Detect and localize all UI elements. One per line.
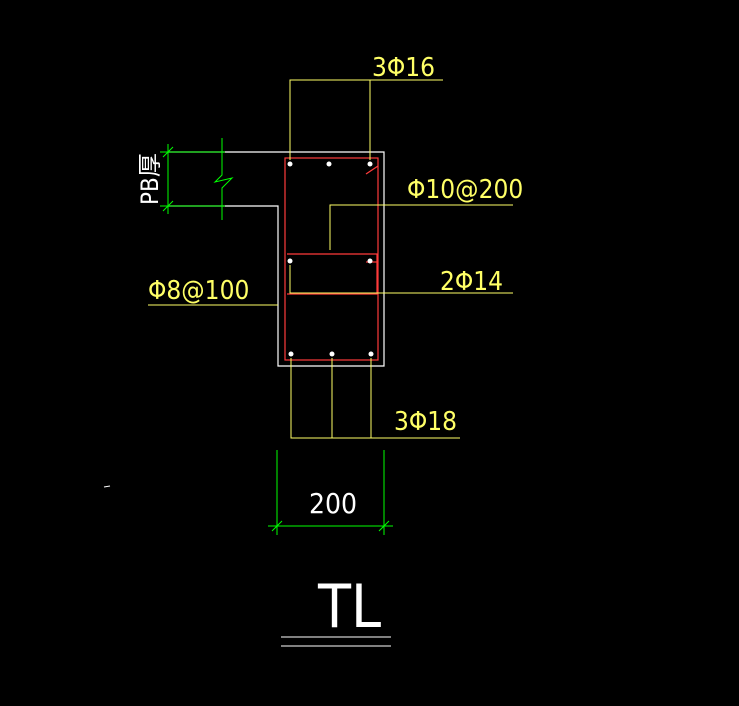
rebar-bot-3	[368, 351, 374, 357]
rebar-top-1	[287, 161, 293, 167]
stray-mark	[103, 485, 111, 488]
secondary-stirrup	[287, 253, 378, 295]
label-top-bars: 3Φ16	[372, 53, 435, 83]
rebar-bot-1	[288, 351, 294, 357]
label-stirrup-main: Φ10@200	[407, 175, 523, 205]
rebar-mid-1	[287, 258, 293, 264]
label-bottom-bars: 3Φ18	[394, 407, 457, 437]
leader-lines	[148, 79, 513, 439]
label-width-dimension: 200	[309, 487, 357, 520]
rebar-top-3	[367, 161, 373, 167]
label-slab-thickness: PB厚	[136, 153, 164, 205]
rebar-bot-2	[329, 351, 335, 357]
section-title: TL	[317, 572, 381, 642]
dimension-lines	[160, 138, 393, 535]
rebar-top-2	[326, 161, 332, 167]
main-stirrup	[284, 157, 379, 361]
concrete-outline	[168, 151, 385, 367]
title-underline	[281, 636, 391, 647]
label-middle-bars: 2Φ14	[440, 267, 503, 297]
label-stirrup-secondary: Φ8@100	[148, 276, 249, 306]
rebar-mid-2	[367, 258, 373, 264]
rebar-cage	[284, 157, 379, 361]
rebar-points	[287, 161, 374, 357]
